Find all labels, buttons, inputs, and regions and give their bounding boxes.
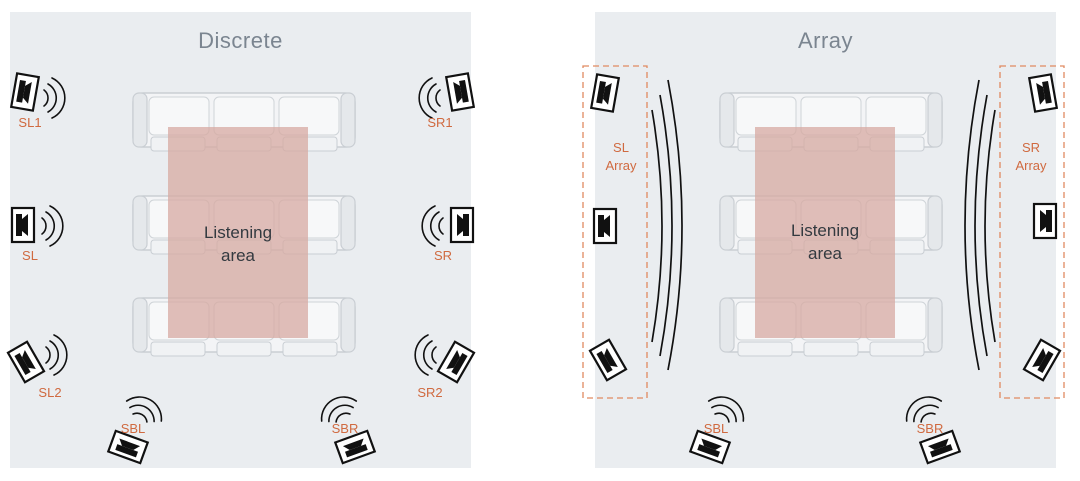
- speaker-sl1: SL1: [10, 72, 66, 130]
- sl-array-label-line2: Array: [605, 158, 637, 173]
- sr-array-outline: [999, 65, 1065, 399]
- array-listening-line1: Listening: [791, 221, 859, 240]
- array-listening-area: [755, 127, 895, 338]
- label-sr: SR: [434, 248, 452, 263]
- array-label-sbr: SBR: [917, 421, 944, 436]
- label-sbl: SBL: [121, 421, 146, 436]
- speaker-sl: SL: [10, 205, 64, 263]
- sr-array-speaker-3-icon: [1022, 338, 1062, 382]
- sound-wave-icon: [421, 205, 444, 247]
- sl-array-wavefront-icon: [651, 79, 683, 371]
- sr-array-label-line1: SR: [1022, 140, 1040, 155]
- sl-array-outline: [582, 65, 648, 399]
- label-sbr: SBR: [332, 421, 359, 436]
- array-speaker-sbl: SBL: [689, 389, 751, 465]
- sl-array-label-line1: SL: [613, 140, 629, 155]
- label-sl2: SL2: [38, 385, 61, 400]
- array-label-sbl: SBL: [704, 421, 729, 436]
- sr-array-label-line2: Array: [1015, 158, 1047, 173]
- sl-array-speaker-2-icon: [592, 207, 618, 245]
- sound-wave-icon: [414, 334, 437, 376]
- speaker-sl2: SL2: [6, 334, 68, 400]
- array-title: Array: [797, 28, 854, 53]
- discrete-listening-line1: Listening: [204, 223, 272, 242]
- label-sr1: SR1: [427, 115, 452, 130]
- sound-wave-icon: [41, 205, 64, 247]
- array-listening-line2: area: [808, 244, 843, 263]
- sl-array-speaker-1-icon: [590, 73, 620, 113]
- label-sr2: SR2: [417, 385, 442, 400]
- speaker-sbr: SBR: [314, 389, 376, 465]
- discrete-listening-line2: area: [221, 246, 256, 265]
- speaker-sbl: SBL: [107, 389, 169, 465]
- speaker-sr: SR: [421, 205, 475, 263]
- label-sl1: SL1: [18, 115, 41, 130]
- sr-array-wavefront-icon: [964, 79, 996, 371]
- speaker-icon: [10, 72, 40, 112]
- speaker-sr2: SR2: [414, 334, 476, 400]
- sound-wave-icon: [418, 77, 441, 119]
- speaker-icon: [436, 340, 476, 384]
- speaker-icon: [449, 206, 475, 244]
- speaker-icon: [445, 72, 475, 112]
- sound-wave-icon: [43, 77, 66, 119]
- sound-wave-icon: [45, 334, 68, 376]
- discrete-listening-area: [168, 127, 308, 338]
- sr-array-speaker-2-icon: [1032, 202, 1058, 240]
- speaker-sr1: SR1: [418, 72, 475, 130]
- speaker-icon: [6, 340, 46, 384]
- discrete-title: Discrete: [198, 28, 283, 53]
- sr-array-speaker-1-icon: [1028, 73, 1058, 113]
- array-speaker-sbr: SBR: [899, 389, 961, 465]
- label-sl: SL: [22, 248, 38, 263]
- sl-array-speaker-3-icon: [588, 338, 628, 382]
- speaker-icon: [10, 206, 36, 244]
